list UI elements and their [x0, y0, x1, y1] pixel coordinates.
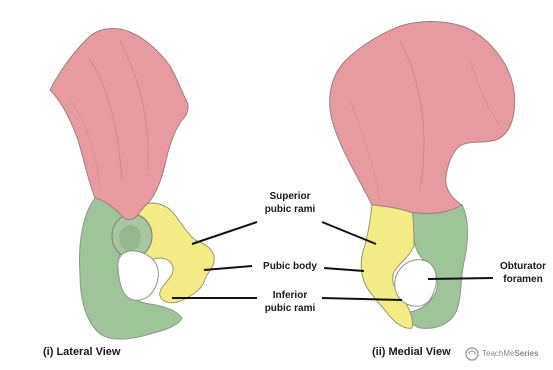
caption-lateral-view: (i) Lateral View [43, 346, 120, 358]
label-obturator-foramen: Obturator foramen [492, 260, 553, 286]
leader-body-right [324, 268, 364, 271]
lateral-ilium [50, 29, 188, 220]
medial-view-bone [330, 22, 515, 329]
lateral-view-bone [50, 29, 214, 340]
label-superior-pubic-rami: Superior pubic rami [250, 190, 330, 216]
label-inferior-pubic-rami: Inferior pubic rami [250, 289, 330, 315]
caption-medial-view: (ii) Medial View [372, 346, 451, 358]
leader-superior-left [192, 222, 257, 244]
brand-prefix: TeachMe [482, 349, 514, 358]
brand-suffix: Series [514, 349, 538, 358]
brand-watermark: TeachMeSeries [482, 349, 539, 358]
lateral-obturator-foramen [118, 251, 159, 300]
teachme-logo-icon [466, 348, 478, 360]
leader-obturator [428, 278, 493, 279]
label-pubic-body: Pubic body [250, 260, 330, 273]
